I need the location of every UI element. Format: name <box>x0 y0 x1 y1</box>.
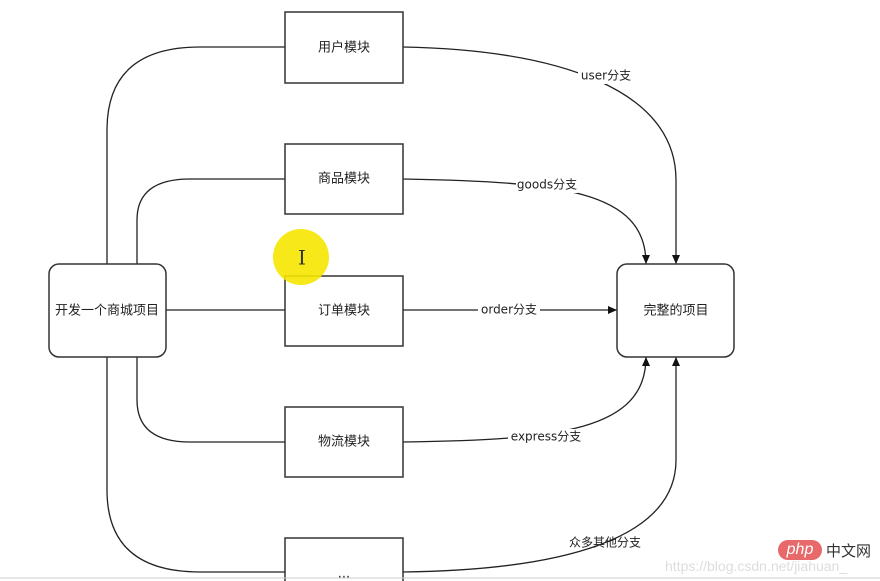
text-cursor-icon: I <box>298 246 306 270</box>
edge-other-target <box>402 357 680 573</box>
branch-label-goods: goods分支 <box>517 178 577 192</box>
source-node: 开发一个商城项目 <box>48 263 167 358</box>
target-label: 完整的项目 <box>643 303 708 319</box>
module-label: 用户模块 <box>318 40 370 56</box>
edge-source-express <box>136 357 285 443</box>
edge-user-target <box>402 46 680 264</box>
module-user: 用户模块 <box>284 11 404 84</box>
edge-goods-target <box>402 178 650 265</box>
edge-source-user <box>106 46 285 264</box>
php-logo-text: php <box>786 541 814 558</box>
module-label: 订单模块 <box>318 304 370 319</box>
edge-express-target <box>402 356 650 443</box>
target-node: 完整的项目 <box>616 263 735 358</box>
edge-source-other <box>106 357 285 573</box>
module-order: 订单模块 <box>284 275 404 347</box>
cursor-highlight <box>273 229 329 285</box>
edge-source-goods <box>136 178 285 264</box>
source-label: 开发一个商城项目 <box>55 303 159 319</box>
php-logo: php <box>778 540 822 560</box>
module-express: 物流模块 <box>284 406 404 478</box>
module-other: ... <box>284 537 404 581</box>
branch-label-order: order分支 <box>481 303 537 317</box>
branch-label-express: express分支 <box>511 430 581 444</box>
module-label: 商品模块 <box>318 172 370 187</box>
watermark-url: https://blog.csdn.net/jiahuan_ <box>665 558 848 574</box>
module-goods: 商品模块 <box>284 143 404 215</box>
module-label: ... <box>338 567 350 581</box>
module-label: 物流模块 <box>318 435 370 450</box>
branch-label-user: user分支 <box>581 69 631 83</box>
branch-label-other: 众多其他分支 <box>569 536 641 550</box>
site-name: 中文网 <box>826 543 872 560</box>
